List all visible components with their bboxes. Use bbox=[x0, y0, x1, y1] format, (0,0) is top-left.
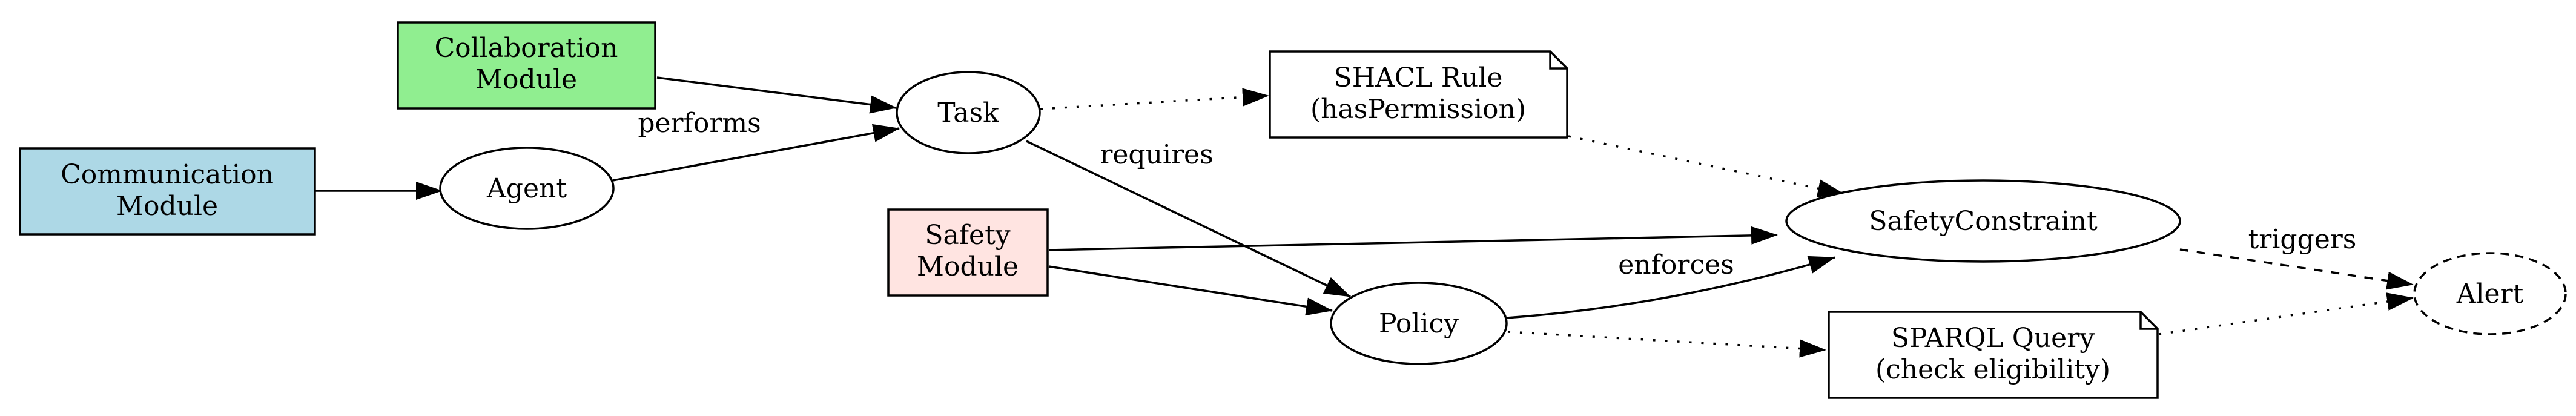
node-alert: Alert bbox=[2413, 252, 2567, 335]
communication-module-label-line2: Module bbox=[116, 191, 218, 222]
safety-module-label-line2: Module bbox=[917, 251, 1019, 282]
edge-sparql-alert bbox=[2158, 292, 2414, 335]
alert-label: Alert bbox=[2456, 279, 2524, 309]
task-label: Task bbox=[937, 97, 999, 128]
node-safety-module: Safety Module bbox=[887, 208, 1049, 297]
safety-constraint-label: SafetyConstraint bbox=[1869, 206, 2098, 237]
edge-label-performs: performs bbox=[638, 108, 761, 139]
edge-safety-policy bbox=[1048, 265, 1333, 316]
collaboration-module-label-line1: Collaboration bbox=[434, 33, 618, 64]
edge-constraint-alert bbox=[2179, 248, 2414, 290]
node-communication-module: Communication Module bbox=[19, 147, 316, 236]
edge-label-requires: requires bbox=[1100, 139, 1213, 170]
agent-label: Agent bbox=[486, 173, 567, 204]
node-sparql-query: SPARQL Query (check eligibility) bbox=[1828, 311, 2159, 399]
node-collaboration-module: Collaboration Module bbox=[397, 21, 656, 110]
node-shacl-rule: SHACL Rule (hasPermission) bbox=[1269, 50, 1568, 139]
collaboration-module-label-line2: Module bbox=[475, 64, 577, 95]
sparql-query-label-line2: (check eligibility) bbox=[1875, 354, 2110, 385]
shacl-rule-label-line1: SHACL Rule bbox=[1334, 62, 1503, 93]
node-agent: Agent bbox=[439, 147, 615, 230]
edge-policy-sparql bbox=[1507, 331, 1826, 358]
node-policy: Policy bbox=[1330, 282, 1508, 365]
edges bbox=[315, 76, 2414, 358]
safety-module-label-line1: Safety bbox=[925, 220, 1010, 251]
node-task: Task bbox=[896, 71, 1041, 154]
sparql-query-label-line1: SPARQL Query bbox=[1891, 323, 2095, 354]
edge-collaboration-task bbox=[656, 76, 897, 114]
policy-label: Policy bbox=[1379, 308, 1459, 339]
edge-labels: performs requires enforces triggers bbox=[638, 108, 2356, 280]
edge-safety-constraint bbox=[1048, 226, 1778, 251]
edge-shacl-constraint bbox=[1568, 135, 1844, 197]
shacl-rule-label-line2: (hasPermission) bbox=[1310, 94, 1526, 125]
edge-label-enforces: enforces bbox=[1618, 249, 1734, 280]
edge-task-policy bbox=[1026, 140, 1351, 298]
nodes: Communication Module Collaboration Modul… bbox=[19, 21, 2567, 399]
edge-task-shacl bbox=[1040, 88, 1269, 110]
communication-module-label-line1: Communication bbox=[61, 159, 274, 190]
edge-agent-task bbox=[612, 124, 900, 182]
edge-label-triggers: triggers bbox=[2248, 224, 2357, 255]
edge-policy-constraint bbox=[1506, 256, 1835, 319]
node-safety-constraint: SafetyConstraint bbox=[1785, 179, 2181, 263]
